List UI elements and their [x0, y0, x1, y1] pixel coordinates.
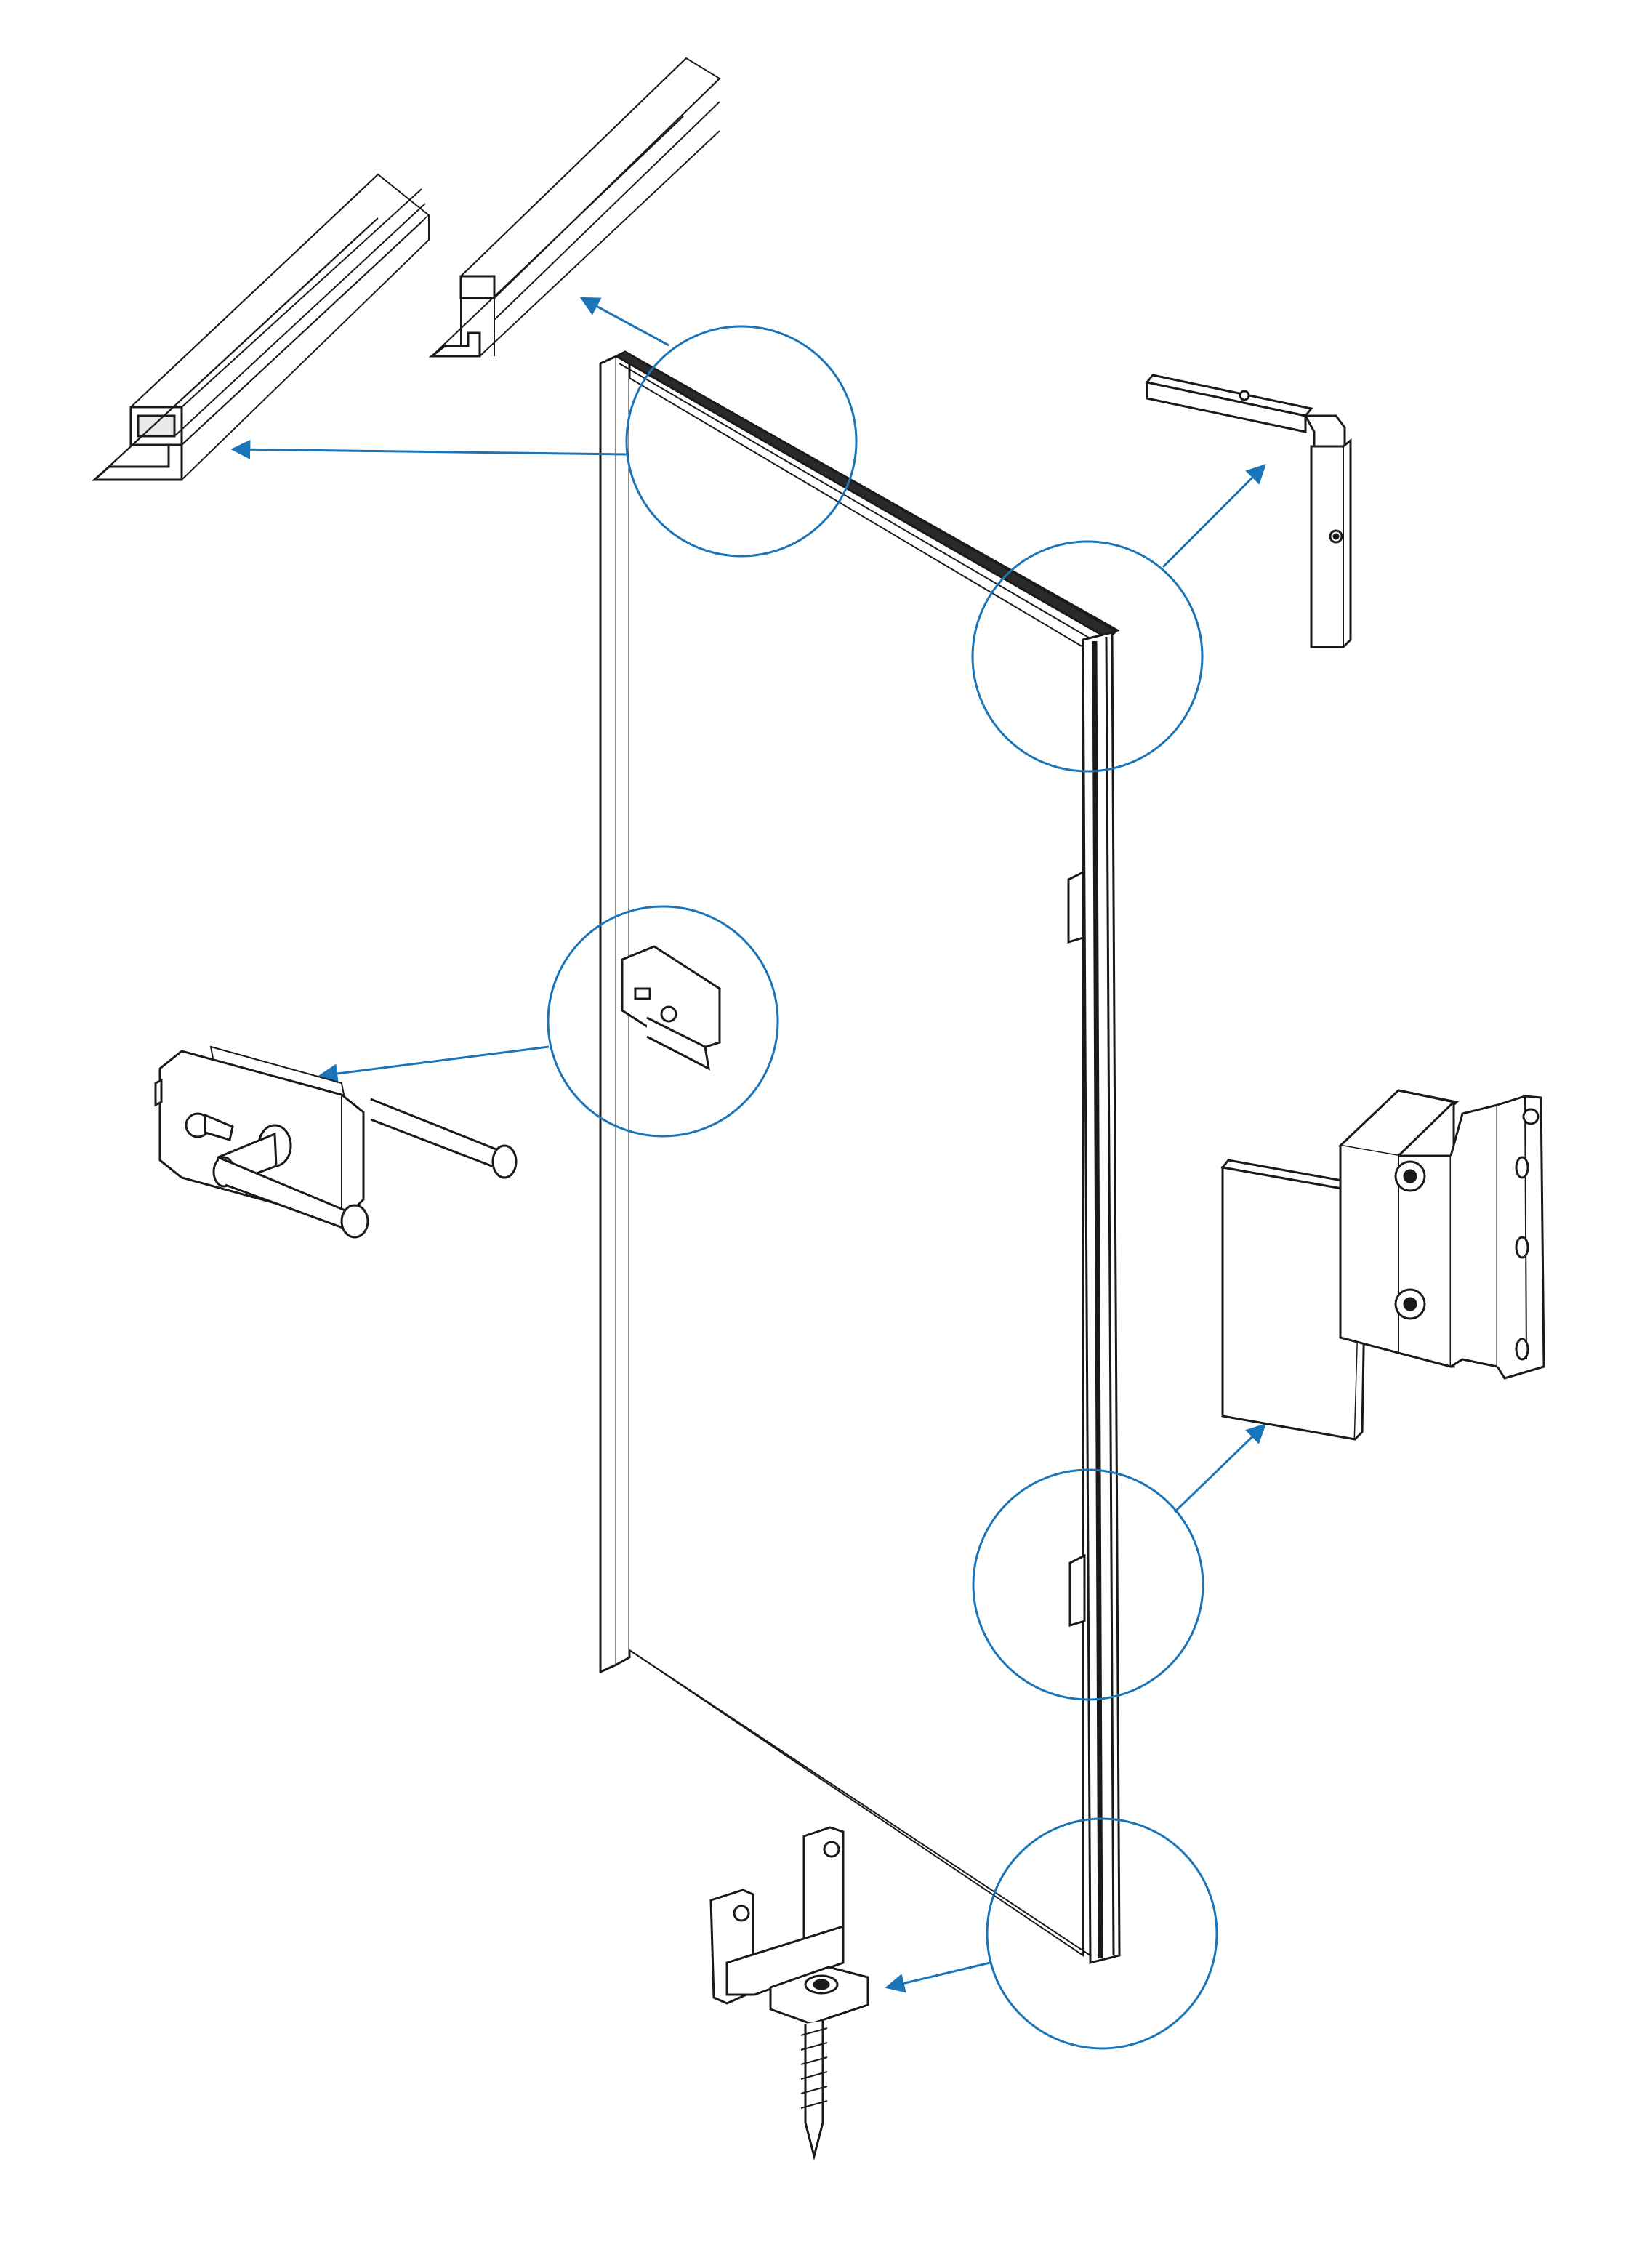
arrow-to-profile-right	[579, 297, 669, 347]
door-assembly	[599, 350, 1121, 1964]
callout-circle-bottom-pivot	[986, 1817, 1218, 2050]
lever-handle-lock	[154, 1045, 518, 1239]
arrow-to-handle-lock	[318, 1045, 550, 1084]
arrow-to-profile-left	[230, 439, 627, 459]
door-left-stile	[599, 354, 618, 1674]
door-handle-body	[621, 945, 721, 1054]
callout-circle-handle	[547, 905, 779, 1138]
frame-profile-section-right	[428, 57, 721, 358]
corner-connector	[1145, 374, 1352, 648]
callout-circle-top-frame	[625, 325, 858, 558]
door-hinge-plate-lower	[1068, 1553, 1086, 1628]
door-glass-panel	[629, 377, 1084, 1957]
arrow-to-bottom-pivot	[885, 1961, 991, 1993]
hinge-bracket	[1337, 1089, 1545, 1380]
door-hinge-plate-upper	[1067, 870, 1084, 944]
frame-profile-section-left	[92, 173, 430, 481]
callout-circles	[547, 325, 1218, 2050]
callout-arrows	[230, 297, 1266, 1993]
callout-circle-top-corner	[971, 540, 1204, 773]
arrow-to-hinge	[1173, 1423, 1266, 1513]
door-top-rail	[613, 350, 1119, 640]
bottom-pivot-with-screw	[709, 1826, 869, 2160]
arrow-to-corner-connector	[1162, 464, 1266, 568]
callout-circle-hinge	[972, 1468, 1204, 1701]
